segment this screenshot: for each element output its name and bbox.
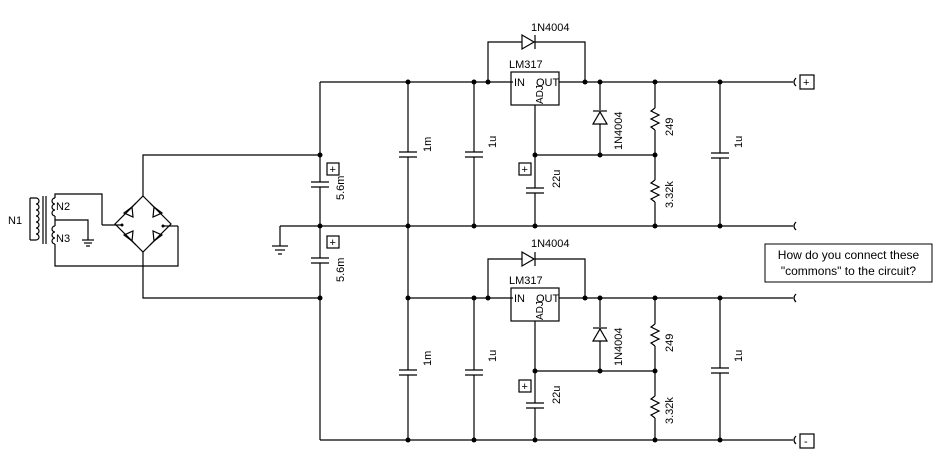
bottom-regulator-name: LM317: [509, 275, 543, 287]
filter-cap-bottom: + 5.6m: [311, 226, 347, 440]
top-pin-in: IN: [514, 77, 525, 89]
terminal-common-bottom: [793, 293, 797, 303]
top-r1-value: 249: [664, 118, 676, 136]
top-cap-adj-value: 22u: [551, 170, 563, 188]
top-bypass-diode-label: 1N4004: [531, 22, 570, 34]
top-pin-out: OUT: [536, 77, 560, 89]
bottom-cap-adj-value: 22u: [551, 386, 563, 404]
transformer-wiring: [54, 193, 179, 267]
bottom-cap-adj-polarity: +: [522, 381, 528, 393]
bottom-cap-in2-value: 1u: [487, 350, 499, 362]
filter-cap-top-polarity: +: [330, 164, 336, 176]
rail-junctions: [317, 152, 723, 443]
rectifier-pos-wire: [142, 154, 320, 196]
top-cap-in1-value: 1m: [422, 137, 434, 152]
bottom-regulator-section: 1m 1u 1N4004 LM317 IN OUT ADJ + 22u 1N40…: [399, 238, 793, 440]
bottom-cap-in1-value: 1m: [422, 351, 434, 366]
secondary-n2-label: N2: [56, 201, 70, 213]
question-callout: How do you connect these "commons" to th…: [764, 243, 933, 283]
bottom-bypass-diode-label: 1N4004: [531, 238, 570, 250]
top-regulator-name: LM317: [509, 59, 543, 71]
secondary-n3-label: N3: [56, 233, 70, 245]
bottom-r1-value: 249: [664, 334, 676, 352]
filter-cap-top: + 5.6m: [311, 82, 347, 226]
bridge-rectifier: [114, 195, 172, 253]
terminal-positive-label: +: [803, 77, 809, 89]
top-cap-adj-polarity: +: [522, 164, 528, 176]
filter-cap-top-value: 5.6m: [335, 176, 347, 200]
filter-cap-bottom-value: 5.6m: [335, 258, 347, 282]
secondary-coil-n3: [51, 225, 56, 245]
top-protect-diode-label: 1N4004: [613, 111, 625, 150]
primary-coil: [29, 197, 40, 241]
callout-line-2: "commons" to the circuit?: [781, 264, 917, 278]
secondary-coil-n2: [51, 197, 56, 217]
bottom-r2-value: 3.32k: [664, 397, 676, 424]
ground-transformer: [82, 239, 94, 247]
bottom-pin-out: OUT: [536, 293, 560, 305]
top-pin-adj: ADJ: [535, 85, 546, 104]
terminal-common-top: [793, 221, 797, 231]
top-r2-value: 3.32k: [664, 181, 676, 208]
bottom-protect-diode-label: 1N4004: [613, 327, 625, 366]
ground-center: [272, 226, 288, 255]
bottom-pin-adj: ADJ: [535, 301, 546, 320]
transformer-primary-label: N1: [8, 215, 22, 227]
terminal-negative: -: [793, 433, 815, 449]
top-cap-in2-value: 1u: [487, 136, 499, 148]
terminal-negative-label: -: [804, 436, 808, 448]
bottom-cap-out-value: 1u: [733, 350, 745, 362]
top-regulator-section: 1m 1u 1N4004 LM317 IN OUT ADJ + 22u: [399, 22, 793, 226]
transformer: N1 N2 N3: [8, 196, 70, 245]
callout-line-1: How do you connect these: [778, 248, 920, 262]
filter-cap-bottom-polarity: +: [330, 237, 336, 249]
bottom-pin-in: IN: [514, 293, 525, 305]
rectifier-neg-wire: [142, 252, 320, 299]
top-cap-out-value: 1u: [733, 136, 745, 148]
terminal-positive: +: [793, 74, 815, 90]
